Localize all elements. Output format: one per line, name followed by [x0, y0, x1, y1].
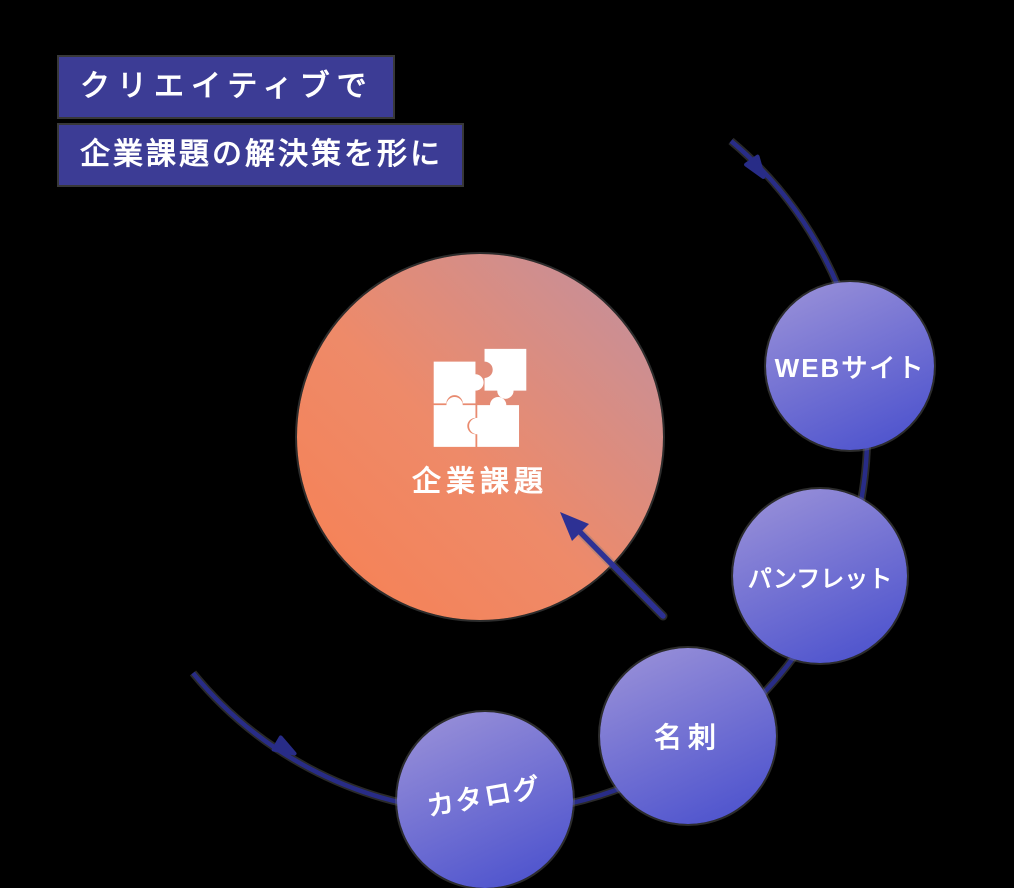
satellite-node-catalog: カタログ — [397, 712, 573, 888]
satellite-node-website: WEBサイト — [766, 282, 934, 450]
satellite-node-label: パンフレット — [747, 565, 893, 593]
satellite-node-business-card: 名刺 — [600, 648, 776, 824]
center-node-corporate-issues: 企業課題 — [297, 254, 663, 620]
center-node-label: 企業課題 — [411, 466, 548, 498]
satellite-node-pamphlet: パンフレット — [733, 489, 907, 663]
puzzle-icon — [421, 338, 539, 461]
headline-line-1: クリエイティブで — [59, 57, 393, 117]
headline: クリエイティブで 企業課題の解決策を形に — [59, 57, 462, 185]
orbit-direction-marker-bottom — [271, 735, 297, 756]
headline-line-2: 企業課題の解決策を形に — [59, 125, 462, 185]
orbit-direction-marker-top — [744, 154, 766, 180]
satellite-node-label: WEBサイト — [774, 352, 926, 383]
satellite-node-label: カタログ — [424, 771, 545, 822]
satellite-node-label: 名刺 — [653, 722, 722, 753]
